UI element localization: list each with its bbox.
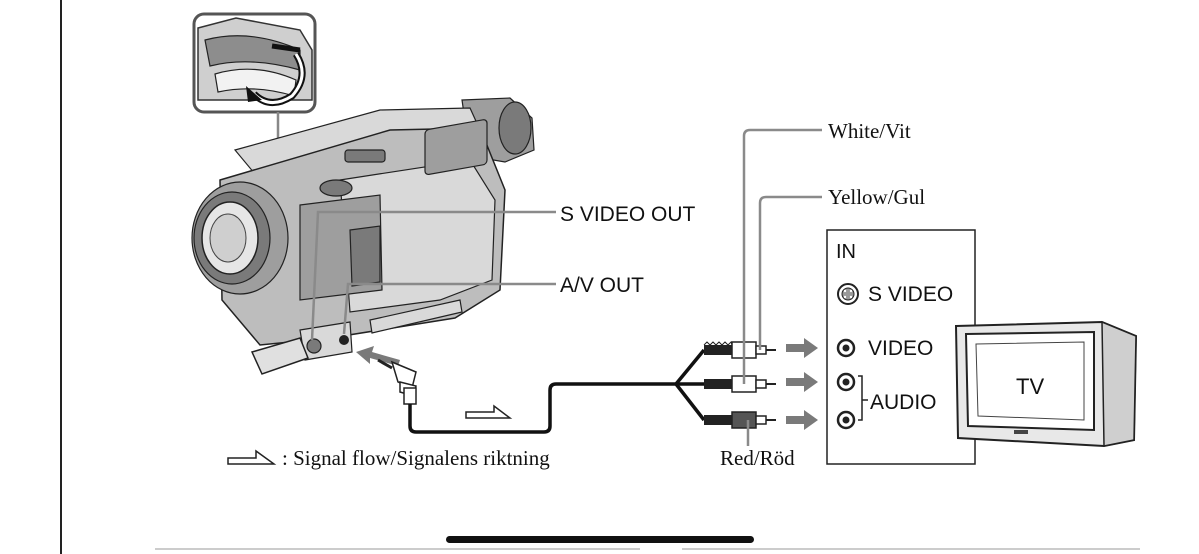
- cable-branch-bottom: [674, 382, 706, 422]
- av-cable: [408, 382, 676, 434]
- audio-right-jack-icon: [836, 410, 856, 430]
- in-label: IN: [836, 241, 856, 263]
- rca-plug-red: [704, 411, 776, 429]
- signal-flow-arrow-icon: [465, 404, 513, 419]
- white-leader: [742, 128, 822, 384]
- rca-plug-yellow: [704, 375, 776, 393]
- rca-plug-white: [703, 341, 776, 359]
- plug-in-arrow-icon: [356, 346, 400, 366]
- av-out-label: A/V OUT: [560, 274, 644, 297]
- s-video-out-leader: [310, 210, 556, 341]
- jack-cover-inset: [192, 12, 317, 114]
- av-mini-plug: [377, 358, 417, 405]
- tv-label: TV: [1016, 374, 1044, 399]
- yellow-leader: [758, 195, 822, 350]
- s-video-out-label: S VIDEO OUT: [560, 203, 696, 226]
- video-label: VIDEO: [868, 337, 933, 360]
- home-indicator-bar[interactable]: [446, 536, 754, 543]
- tv-illustration: TV: [954, 320, 1138, 448]
- video-jack-icon: [836, 338, 856, 358]
- audio-left-jack-icon: [836, 372, 856, 392]
- audio-label: AUDIO: [870, 391, 937, 414]
- yellow-label: Yellow/Gul: [828, 185, 925, 209]
- s-video-label: S VIDEO: [868, 283, 953, 306]
- signal-flow-legend-icon: [227, 449, 277, 465]
- s-video-jack-icon: [837, 283, 859, 305]
- input-arrows: [786, 338, 818, 430]
- rotate-arrow-icon: [246, 43, 306, 106]
- audio-bracket: [858, 375, 868, 421]
- red-label: Red/Röd: [720, 446, 795, 470]
- cable-branch-top: [674, 348, 706, 386]
- white-label: White/Vit: [828, 119, 911, 143]
- av-out-leader: [342, 282, 556, 335]
- tv-input-panel: IN S VIDEO VIDEO AUDIO: [826, 229, 976, 465]
- signal-flow-legend-label: : Signal flow/Signalens riktning: [282, 446, 550, 470]
- camcorder-illustration: [191, 97, 535, 375]
